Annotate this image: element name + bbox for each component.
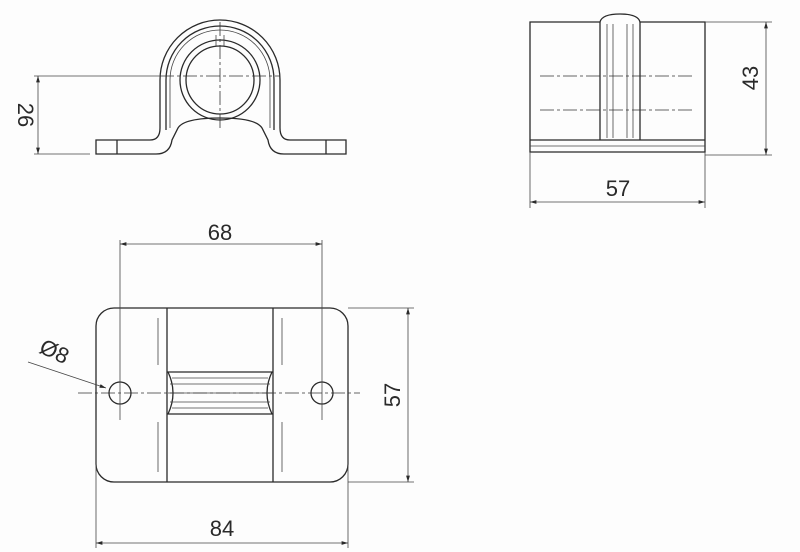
top-view: 68 Ø8 57 84 — [27, 220, 414, 548]
side-view: 43 57 — [529, 13, 772, 208]
front-view: 26 — [13, 19, 347, 155]
dim-hole-diameter: Ø8 — [36, 334, 73, 369]
dim-hole-spacing: 68 — [208, 220, 232, 245]
dim-front-height: 26 — [13, 103, 38, 127]
dim-side-width: 57 — [606, 176, 630, 201]
dim-plate-width: 57 — [380, 383, 405, 407]
dim-side-height: 43 — [738, 66, 763, 90]
dim-plate-length: 84 — [210, 516, 234, 541]
